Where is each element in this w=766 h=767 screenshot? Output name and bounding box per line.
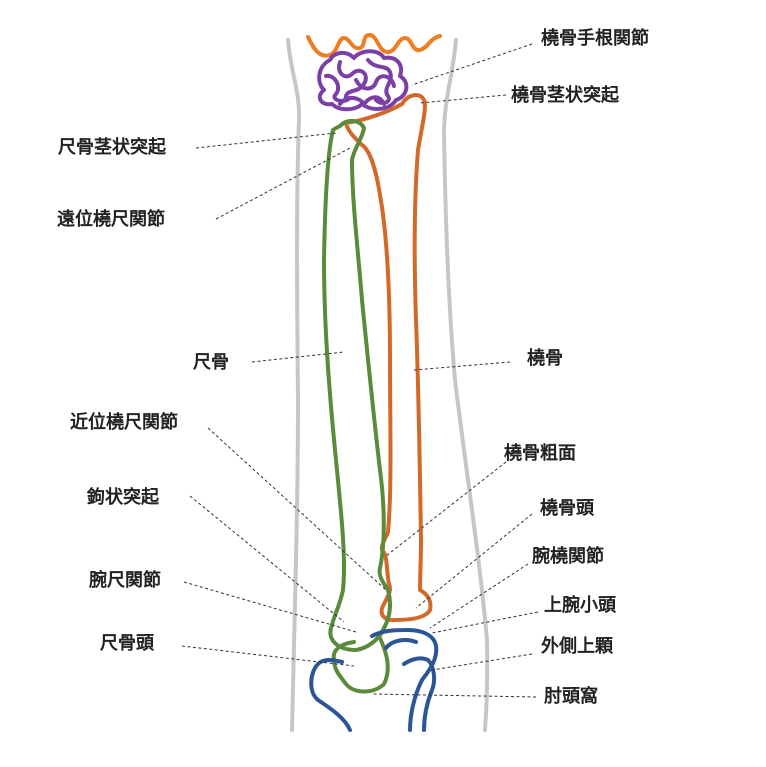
humerus-distal bbox=[309, 628, 439, 732]
leader-radial-tuberosity bbox=[385, 461, 507, 557]
label-proximal-radioulnar-joint: 近位橈尺関節 bbox=[70, 411, 178, 433]
label-lateral-epicondyle: 外側上顆 bbox=[541, 635, 614, 657]
label-humeroulnar-joint: 腕尺関節 bbox=[89, 569, 161, 591]
leader-lateral-epicondyle bbox=[431, 653, 533, 671]
ulna-bone bbox=[322, 119, 393, 694]
leader-radius bbox=[413, 361, 511, 371]
leader-ulna bbox=[251, 351, 345, 363]
leader-radial-head bbox=[415, 513, 533, 609]
leader-humeroulnar-joint bbox=[183, 581, 357, 633]
label-capitulum: 上腕小頭 bbox=[544, 594, 617, 616]
label-ulna: 尺骨 bbox=[193, 352, 229, 373]
arm-outline bbox=[286, 38, 490, 732]
leader-proximal-radioulnar-joint bbox=[207, 427, 387, 591]
carpal-bones-orange bbox=[306, 33, 442, 58]
label-ulnar-head: 尺骨頭 bbox=[100, 633, 155, 654]
label-coronoid-process: 鉤状突起 bbox=[86, 486, 160, 508]
label-distal-radioulnar-joint: 遠位橈尺関節 bbox=[57, 208, 165, 230]
labels: 橈骨手根関節 橈骨茎状突起 尺骨茎状突起 遠位橈尺関節 尺骨 橈骨 近位橈尺関節… bbox=[57, 27, 649, 707]
label-humeroradial-joint: 腕橈関節 bbox=[532, 545, 604, 567]
leader-ulnar-styloid bbox=[195, 132, 337, 149]
leader-radiocarpal-joint bbox=[411, 43, 533, 86]
radius-bone bbox=[344, 93, 433, 623]
carpal-bones-purple bbox=[317, 49, 409, 112]
label-ulnar-styloid: 尺骨茎状突起 bbox=[58, 136, 167, 158]
leader-radial-styloid bbox=[419, 94, 507, 104]
leader-capitulum bbox=[431, 611, 539, 634]
leader-coronoid-process bbox=[189, 495, 345, 623]
label-radial-tuberosity: 橈骨粗面 bbox=[504, 442, 576, 464]
label-radiocarpal-joint: 橈骨手根関節 bbox=[541, 27, 649, 49]
label-radial-styloid: 橈骨茎状突起 bbox=[511, 84, 620, 106]
label-radial-head: 橈骨頭 bbox=[540, 497, 595, 519]
leader-distal-radioulnar-joint bbox=[215, 146, 353, 220]
label-cubital-fossa: 肘頭窩 bbox=[544, 685, 598, 707]
arm-outline-left bbox=[286, 38, 302, 732]
leader-lines bbox=[181, 43, 539, 698]
leader-cubital-fossa bbox=[371, 693, 537, 698]
leader-ulnar-head bbox=[181, 645, 355, 667]
arm-outline-right bbox=[442, 38, 490, 732]
label-radius: 橈骨 bbox=[527, 347, 563, 369]
